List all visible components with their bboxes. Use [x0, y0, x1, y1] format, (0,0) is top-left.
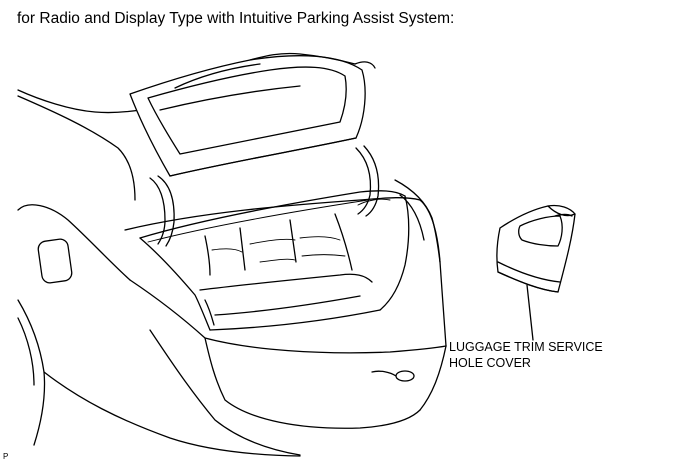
- trunk-lid: [129, 52, 376, 177]
- trunk-opening: [139, 190, 410, 331]
- trunk-hinges: [149, 145, 380, 247]
- callout-leader-line: [526, 284, 534, 341]
- service-hole-cover-label: LUGGAGE TRIM SERVICE HOLE COVER: [449, 340, 603, 371]
- service-hole-cover-part: [496, 204, 576, 293]
- figure-code: P: [3, 452, 9, 461]
- callout-line-2: HOLE COVER: [449, 355, 531, 370]
- diagram-heading: for Radio and Display Type with Intuitiv…: [17, 10, 455, 27]
- callout-line-1: LUGGAGE TRIM SERVICE: [449, 340, 603, 354]
- car-body: [17, 87, 447, 457]
